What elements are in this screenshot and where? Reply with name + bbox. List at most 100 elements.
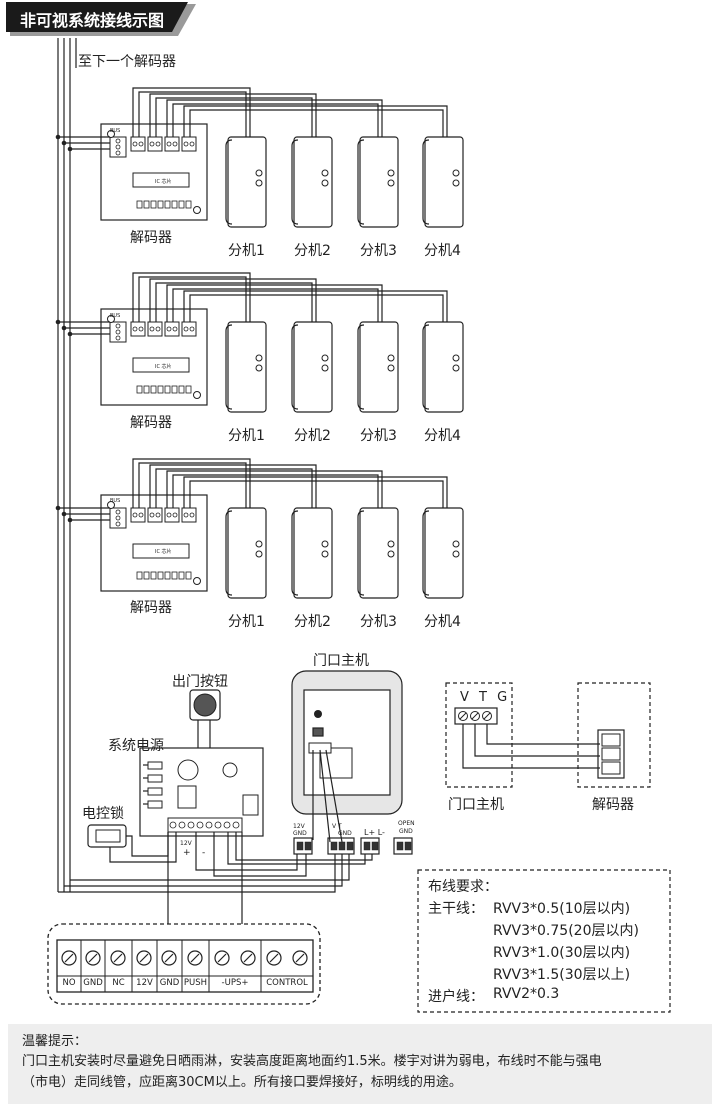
port-screw-a-2-1	[149, 326, 155, 332]
bus-dot-2-2	[67, 331, 73, 337]
bus-dot-1-0	[55, 134, 61, 140]
decoder-port-3-3	[164, 507, 180, 523]
handset-receiver-1-2	[291, 139, 299, 225]
bus-screw-3-1	[115, 515, 121, 521]
psu-screw-3	[196, 821, 204, 829]
tips-line-2: （市电）走同线管，应距离30CM以上。所有接口要焊接好，标明线的用途。	[22, 1075, 462, 1090]
decoder-port-2-3	[164, 321, 180, 337]
vtg-left-label: 门口主机	[448, 797, 504, 813]
handset-button-b-1-2	[321, 179, 329, 187]
door-station-camera-icon	[314, 710, 322, 718]
handset-3-4	[424, 507, 464, 599]
conn-gnd3-label: GND	[399, 828, 413, 835]
decoder-chip-label-3: IC 芯片	[155, 549, 172, 555]
vtg-screw-slot-1	[471, 712, 479, 720]
handset-receiver-3-1	[225, 510, 233, 596]
handset-label-3-2: 分机2	[294, 614, 331, 630]
vtg-decoder-pin-2	[601, 761, 621, 775]
port-screw-a-3-0	[132, 512, 138, 518]
vtg-decoder-box	[577, 682, 651, 788]
bus-screw-1-0	[115, 138, 121, 144]
port-screw-b-2-3	[189, 326, 195, 332]
terminal-screw-slot-8	[269, 953, 279, 963]
handset-wire-a-2-2	[149, 278, 317, 322]
psu-screw-5	[214, 821, 222, 829]
handset-label-1-2: 分机2	[294, 243, 331, 259]
handset-label-3-4: 分机4	[424, 614, 461, 630]
handset-button-b-3-2	[321, 550, 329, 558]
terminal-nc-label: NC	[112, 978, 125, 988]
handset-wire-a-2-4	[183, 290, 448, 322]
decoder-label-2: 解码器	[130, 415, 172, 431]
terminal-screw-slot-9	[295, 953, 305, 963]
decoder-label-3: 解码器	[130, 600, 172, 616]
vtg-decoder-pin-0	[601, 733, 621, 747]
lock-wire-b	[109, 832, 177, 863]
port-screw-a-1-0	[132, 141, 138, 147]
decoder-port-2-4	[181, 321, 197, 337]
dip-switch-3-3	[157, 571, 164, 580]
requirements-heading: 布线要求：	[428, 879, 498, 895]
handset-button-a-2-4	[452, 354, 460, 362]
handset-wire-a-3-2	[149, 464, 317, 508]
terminal-gnd-label: GND	[83, 978, 103, 988]
terminal-screw-slot-1	[88, 953, 98, 963]
decoder-chip-2	[132, 357, 190, 373]
handset-wire-b-3-3	[172, 474, 379, 508]
vtg-right-label: 解码器	[592, 797, 634, 813]
handset-button-a-2-3	[387, 354, 395, 362]
port-screw-a-3-1	[149, 512, 155, 518]
port-screw-a-2-0	[132, 326, 138, 332]
conn-gnd2-label: GND	[338, 830, 352, 837]
tips-heading: 温馨提示：	[22, 1034, 88, 1049]
psu-capacitor	[222, 762, 238, 778]
mount-hole-a-1	[107, 130, 115, 138]
bus-dot-2-0	[55, 319, 61, 325]
handset-wire-b-2-1	[138, 276, 247, 322]
mount-hole-b-3	[193, 577, 201, 585]
handset-label-2-3: 分机3	[360, 428, 397, 444]
main-line-3: RVV3*1.0(30层以内)	[493, 945, 631, 961]
mount-hole-a-3	[107, 501, 115, 509]
handset-1-4	[424, 136, 464, 228]
psu-screw-7	[232, 821, 240, 829]
branch-line-label: 进户线：	[428, 989, 484, 1005]
handset-button-b-2-1	[255, 364, 263, 372]
handset-wire-b-1-1	[138, 91, 247, 137]
mount-hole-b-1	[193, 206, 201, 214]
conn-l-pin-0	[363, 841, 371, 851]
port-screw-a-2-3	[183, 326, 189, 332]
trunk-to-vtg-c	[70, 854, 350, 881]
decoder-label-1: 解码器	[130, 230, 172, 246]
conn-l-pin-1	[371, 841, 379, 851]
main-line-2: RVV3*0.75(20层以内)	[493, 923, 639, 939]
conn-open-label: OPEN	[398, 820, 415, 827]
handset-button-a-1-4	[452, 169, 460, 177]
port-screw-a-1-3	[183, 141, 189, 147]
decoder-port-1-2	[147, 136, 163, 152]
dip-switch-1-6	[178, 200, 185, 209]
psu-minus-label: -	[202, 848, 206, 858]
handset-label-3-1: 分机1	[228, 614, 265, 630]
dip-switch-2-3	[157, 385, 164, 394]
door-station-label: 门口主机	[313, 653, 369, 669]
handset-wire-b-2-2	[155, 282, 313, 322]
handset-button-a-2-1	[255, 354, 263, 362]
handset-button-b-3-1	[255, 550, 263, 558]
handset-button-a-3-4	[452, 540, 460, 548]
mount-hole-b-2	[193, 391, 201, 399]
port-screw-b-2-0	[138, 326, 144, 332]
vtg-decoder-pin-1	[601, 747, 621, 761]
handset-label-2-1: 分机1	[228, 428, 265, 444]
bus-screw-1-1	[115, 144, 121, 150]
bus-screw-2-1	[115, 329, 121, 335]
handset-label-3-3: 分机3	[360, 614, 397, 630]
port-screw-b-2-2	[172, 326, 178, 332]
door-wire-c	[325, 749, 343, 843]
terminal-screw-slot-3	[139, 953, 149, 963]
port-screw-b-1-3	[189, 141, 195, 147]
terminal-screw-slot-0	[64, 953, 74, 963]
bus-dot-3-0	[55, 505, 61, 511]
dip-switch-2-1	[143, 385, 150, 394]
terminal-screw-slot-7	[243, 953, 253, 963]
